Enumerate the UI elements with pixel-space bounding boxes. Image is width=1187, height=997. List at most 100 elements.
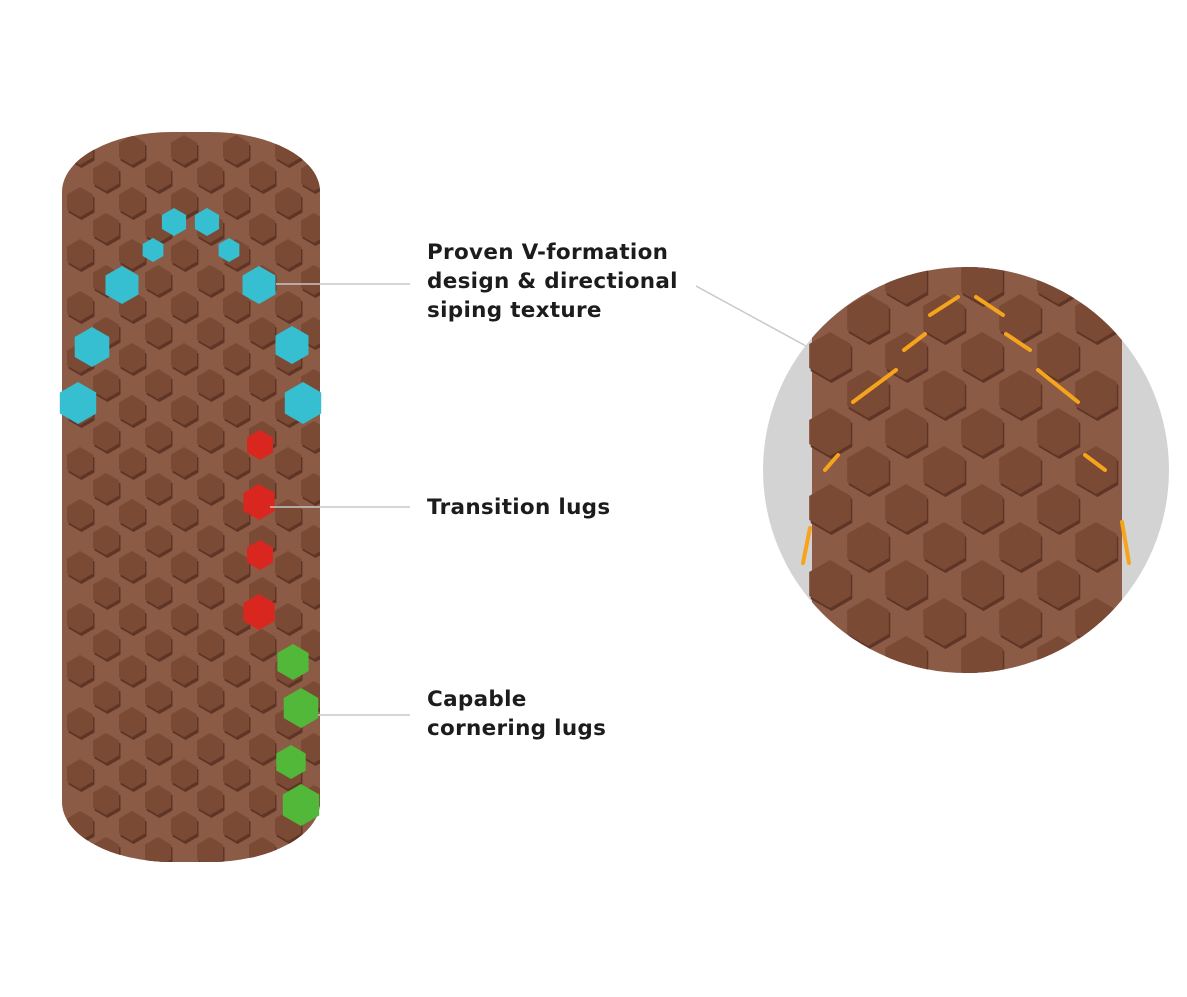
tread-lug <box>145 577 171 607</box>
tread-lug <box>93 473 119 503</box>
cornering-lug <box>276 745 306 779</box>
tread-lug <box>1037 484 1079 532</box>
callout-line: cornering lugs <box>427 716 607 741</box>
tread-lug <box>847 598 889 646</box>
tread-lug <box>171 707 197 737</box>
tread-lug <box>301 213 320 243</box>
siping-mark <box>1120 520 1131 565</box>
tread-lug <box>145 733 171 763</box>
tread-lug <box>223 551 249 581</box>
tread-lug <box>223 707 249 737</box>
tread-lug <box>197 733 223 763</box>
tread-lug <box>275 239 301 269</box>
tread-lug <box>223 655 249 685</box>
siping-mark <box>902 332 927 352</box>
tread-lug <box>275 603 301 633</box>
tread-lug <box>171 135 197 165</box>
tread-lug <box>1075 446 1117 494</box>
callout-line: Proven V-formation <box>427 240 669 265</box>
tread-lug <box>145 421 171 451</box>
tread-lug <box>67 291 93 321</box>
tread-lug <box>197 369 223 399</box>
tread-lug <box>93 369 119 399</box>
lug-shadow <box>302 840 320 862</box>
transition-lug <box>247 540 273 570</box>
tread-lug <box>67 551 93 581</box>
siping-mark <box>928 295 960 317</box>
tread-lug <box>67 603 93 633</box>
tread-lug <box>223 395 249 425</box>
tread-lug <box>275 187 301 217</box>
tread-lug <box>145 681 171 711</box>
siping-mark <box>974 295 1005 317</box>
zoom-circle <box>763 267 1169 673</box>
tread-lug <box>119 187 145 217</box>
siping-mark <box>1083 453 1107 472</box>
tread-lug <box>197 525 223 555</box>
tread-lug <box>67 447 93 477</box>
transition-lug <box>243 594 275 630</box>
tread-lug <box>93 213 119 243</box>
tread-lug <box>171 499 197 529</box>
vformation-lug <box>59 382 97 424</box>
tread-lug <box>145 265 171 295</box>
tread-lug <box>249 161 275 191</box>
tread-lug <box>249 369 275 399</box>
lug-shadow <box>810 639 853 673</box>
tread-lug <box>809 560 851 608</box>
tread-lug <box>999 294 1041 342</box>
tread-lug <box>171 655 197 685</box>
tread-lug <box>171 811 197 841</box>
tread-lug <box>301 629 320 659</box>
vformation-lug <box>142 238 164 262</box>
vformation-lug <box>74 327 110 367</box>
tread-lug <box>249 681 275 711</box>
tread-lug <box>197 681 223 711</box>
transition-lug <box>243 484 275 520</box>
tread-lug <box>119 551 145 581</box>
tread-lug <box>119 343 145 373</box>
callout-line: Capable <box>427 687 527 712</box>
tread-lug <box>1037 560 1079 608</box>
tread-lug <box>119 239 145 269</box>
tread-lug <box>923 522 965 570</box>
tread-lug <box>275 551 301 581</box>
tread-lug <box>171 395 197 425</box>
tread-lug <box>171 291 197 321</box>
tread-lug <box>923 446 965 494</box>
tread-lug <box>249 629 275 659</box>
tread-lug <box>119 655 145 685</box>
tread-lug <box>145 369 171 399</box>
tread-lug <box>93 161 119 191</box>
tread-lug <box>145 785 171 815</box>
tread-lug <box>1037 332 1079 380</box>
tread-lug <box>171 759 197 789</box>
tread-lug <box>119 707 145 737</box>
tread-lug <box>809 267 851 304</box>
tread-lug <box>885 560 927 608</box>
callout-line: siping texture <box>427 298 602 323</box>
tread-lug <box>197 317 223 347</box>
tread-lug <box>249 733 275 763</box>
tread-lug <box>809 636 851 673</box>
leader-lines <box>270 283 807 716</box>
tread-lug <box>223 759 249 789</box>
tread-lug <box>885 484 927 532</box>
tread-lug <box>197 577 223 607</box>
callout-vformation: Proven V-formation design & directional … <box>427 238 678 325</box>
tread-lug <box>961 408 1003 456</box>
tread-lug <box>171 239 197 269</box>
lug-shadow <box>810 267 853 307</box>
tread-lug <box>67 655 93 685</box>
tread-lug <box>223 291 249 321</box>
tread-lug <box>145 837 171 862</box>
vformation-lug <box>194 208 220 236</box>
tread-lug <box>93 681 119 711</box>
tread-lug <box>93 733 119 763</box>
tread-lug <box>301 733 320 763</box>
tread-lug <box>197 785 223 815</box>
vformation-lug <box>275 326 309 364</box>
tread-lug <box>249 785 275 815</box>
tread-lug <box>67 499 93 529</box>
